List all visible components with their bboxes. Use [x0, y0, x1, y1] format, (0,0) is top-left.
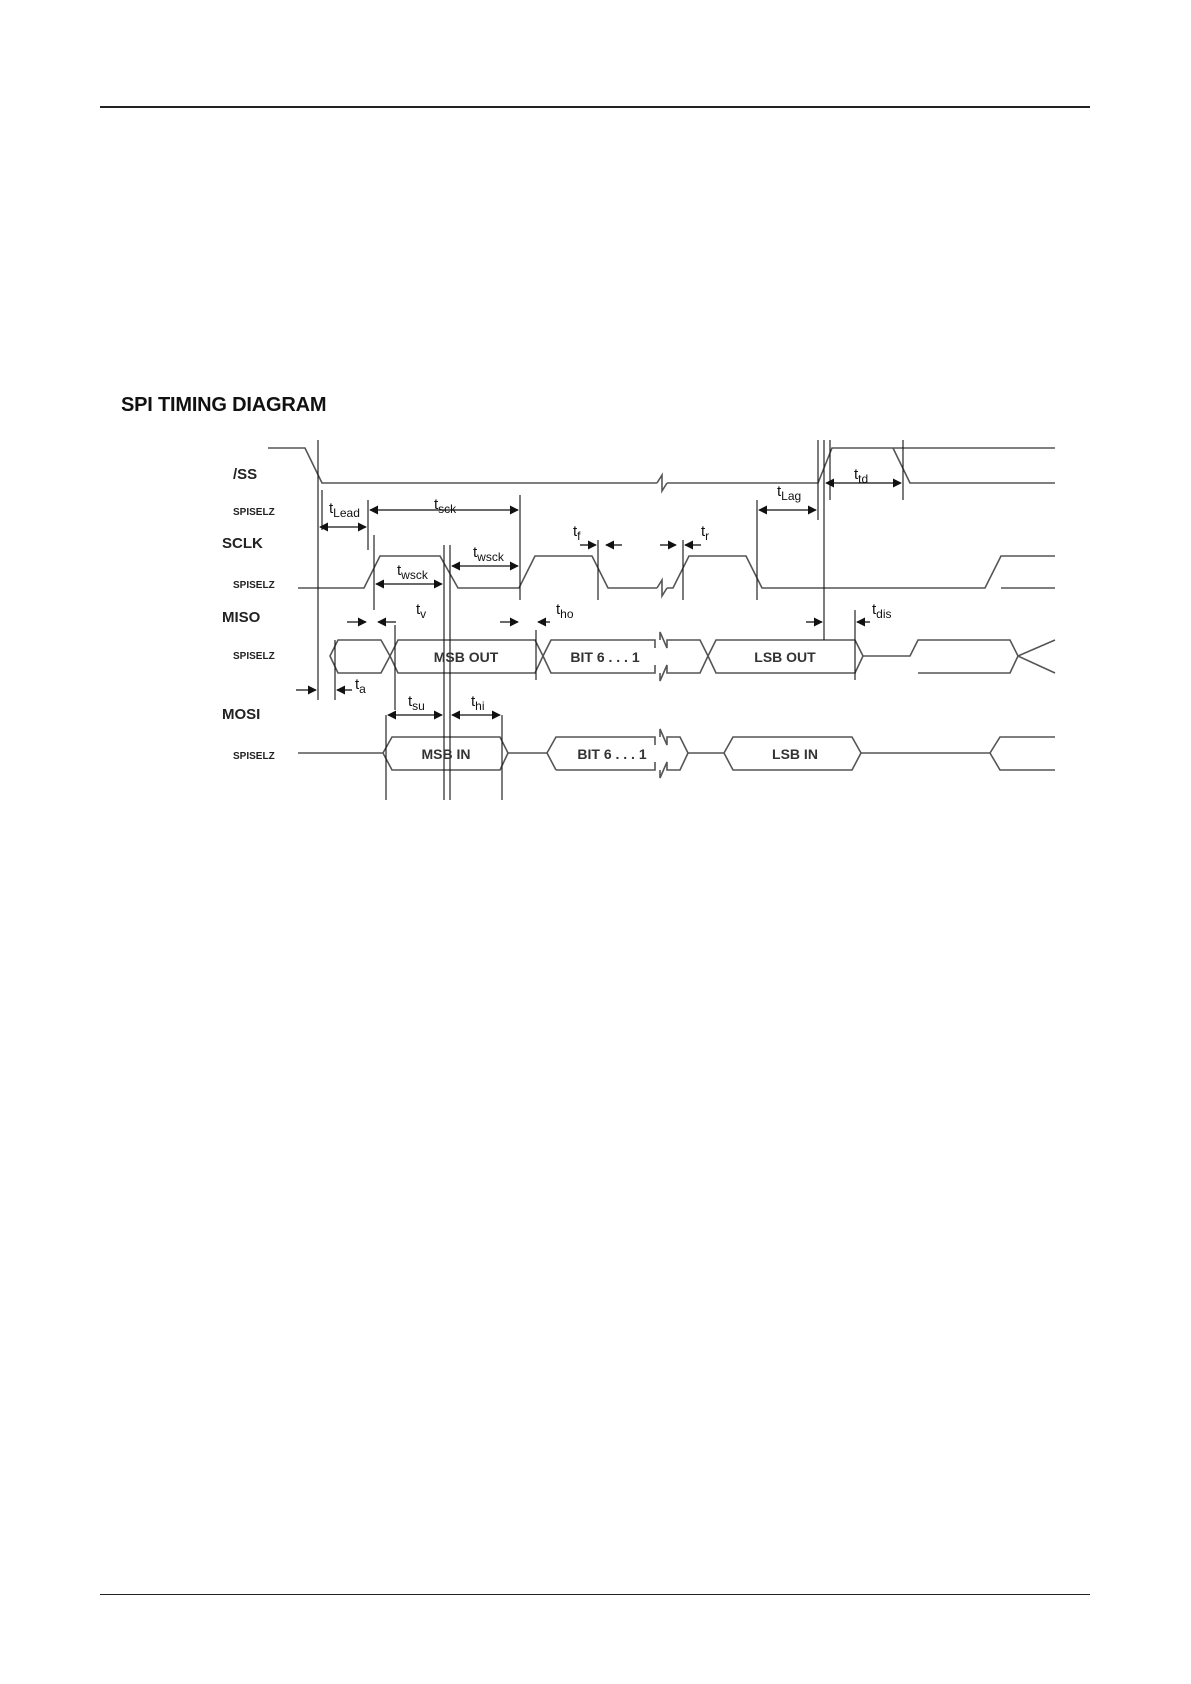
- mosi-msb-in-label: MSB IN: [422, 746, 471, 762]
- mosi-waveform: [298, 729, 1055, 778]
- miso-bit-6-1-label: BIT 6 . . . 1: [570, 649, 639, 665]
- signal-sub-miso: SPISELZ: [233, 651, 275, 662]
- mosi-lsb-in-label: LSB IN: [772, 746, 818, 762]
- footer-rule: [100, 1594, 1090, 1595]
- ss-waveform: [268, 448, 1055, 491]
- label-t-f: tf: [573, 523, 581, 543]
- label-t-su: tsu: [408, 693, 425, 713]
- signal-sub-ss: SPISELZ: [233, 507, 275, 518]
- signal-sub-sclk: SPISELZ: [233, 580, 275, 591]
- label-t-hi: thi: [471, 693, 485, 713]
- label-t-lag: tLag: [777, 483, 801, 503]
- miso-msb-out-label: MSB OUT: [434, 649, 499, 665]
- miso-lsb-out-label: LSB OUT: [754, 649, 816, 665]
- signal-label-sclk: SCLK: [222, 535, 263, 552]
- label-t-sck: tsck: [434, 496, 457, 516]
- label-t-lead: tLead: [329, 500, 360, 520]
- signal-sub-mosi: SPISELZ: [233, 751, 275, 762]
- signal-label-mosi: MOSI: [222, 706, 260, 723]
- label-t-r: tr: [701, 523, 709, 543]
- label-t-dis: tdis: [872, 601, 892, 621]
- label-t-wsck-high: twsck: [397, 562, 429, 582]
- label-t-wsck-low: twsck: [473, 544, 505, 564]
- label-t-a: ta: [355, 676, 366, 696]
- label-t-ho: tho: [556, 601, 574, 621]
- mosi-bit-6-1-label: BIT 6 . . . 1: [577, 746, 646, 762]
- signal-label-miso: MISO: [222, 609, 261, 626]
- label-t-v: tv: [416, 601, 426, 621]
- signal-label-ss: /SS: [233, 466, 257, 483]
